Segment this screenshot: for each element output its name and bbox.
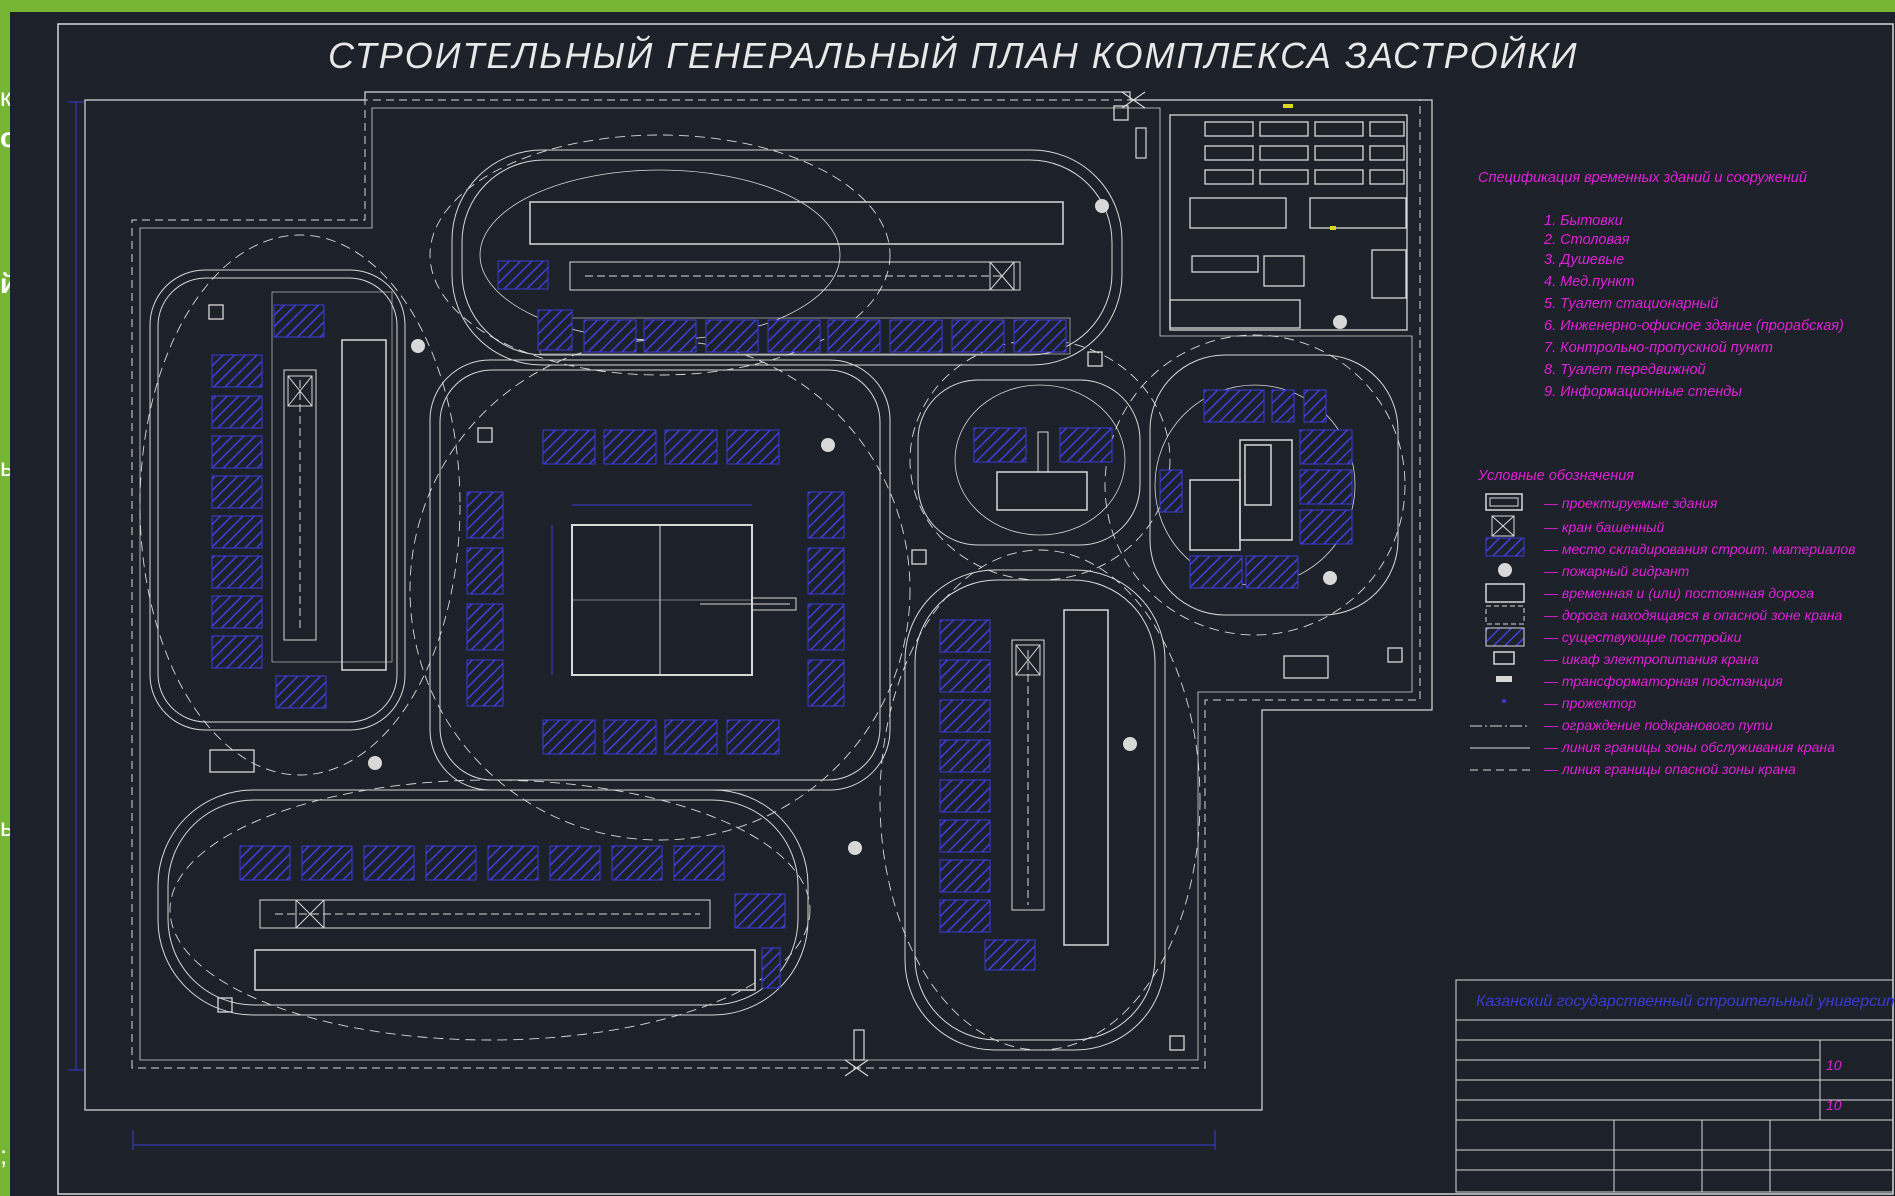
middle-right-building xyxy=(996,431,1088,511)
storage-bottom-right xyxy=(939,619,1036,971)
legend-symbol-power-cabinet xyxy=(1493,651,1515,665)
spec-item-9: 9. Информационные стенды xyxy=(1544,384,1742,400)
legend-item-7: — существующие постройки xyxy=(1543,629,1742,645)
yellow-marks xyxy=(1283,104,1336,230)
legend-symbol-road xyxy=(1485,583,1525,603)
title-block-university: Казанский государственный строительный у… xyxy=(1476,993,1895,1010)
legend-symbol-crane xyxy=(1491,515,1515,537)
legend-item-9: — трансформаторная подстанция xyxy=(1543,673,1783,689)
legend-item-8: — шкаф электропитания крана xyxy=(1543,651,1759,667)
legend-block: Условные обозначения — проектируемые зда… xyxy=(1470,468,1856,777)
legend-title: Условные обозначения xyxy=(1477,468,1634,484)
legend-symbol-existing xyxy=(1485,627,1525,647)
storage-left xyxy=(211,304,327,709)
title-block-sheet-1: 10 xyxy=(1826,1057,1842,1073)
spec-item-2: 2. Столовая xyxy=(1543,232,1630,248)
storage-bottom xyxy=(239,845,786,989)
storage-central xyxy=(466,429,845,755)
entry-gates xyxy=(844,91,1147,1077)
legend-item-13: — линия границы опасной зоны крана xyxy=(1543,761,1796,777)
legend-symbol-transformer xyxy=(1496,676,1512,682)
temporary-roads xyxy=(149,149,1399,1051)
drawing-title: СТРОИТЕЛЬНЫЙ ГЕНЕРАЛЬНЫЙ ПЛАН КОМПЛЕКСА … xyxy=(328,34,1579,76)
legend-item-10: — прожектор xyxy=(1543,695,1636,711)
storage-middle-right xyxy=(973,389,1353,589)
site-plan-svg: СТРОИТЕЛЬНЫЙ ГЕНЕРАЛЬНЫЙ ПЛАН КОМПЛЕКСА … xyxy=(57,23,1895,1195)
bottom-right-building xyxy=(1011,609,1109,946)
crane-service-zones xyxy=(479,169,1356,586)
temporary-buildings xyxy=(1169,114,1408,331)
legend-symbol-projected-building xyxy=(1485,493,1523,511)
legend-item-3: — место складирования строит. материалов xyxy=(1543,541,1856,557)
cad-drawing-sheet: СТРОИТЕЛЬНЫЙ ГЕНЕРАЛЬНЫЙ ПЛАН КОМПЛЕКСА … xyxy=(10,12,1895,1196)
legend-symbol-danger-road xyxy=(1485,605,1525,625)
central-building xyxy=(551,504,797,676)
title-block xyxy=(1455,979,1894,1193)
legend-symbol-hydrant xyxy=(1498,563,1512,577)
legend-item-5: — временная и (или) постоянная дорога xyxy=(1543,585,1814,601)
sheet-frame xyxy=(57,23,1894,1195)
clipped-text-1: к xyxy=(0,82,12,112)
spec-item-4: 4. Мед.пункт xyxy=(1544,274,1634,290)
spec-item-6: 6. Инженерно-офисное здание (прорабская) xyxy=(1544,318,1844,334)
legend-item-1: — проектируемые здания xyxy=(1543,495,1718,511)
top-building xyxy=(497,201,1071,355)
fire-hydrants xyxy=(368,199,1347,855)
bottom-building xyxy=(254,899,756,991)
spec-item-8: 8. Туалет передвижной xyxy=(1544,362,1706,378)
legend-item-6: — дорога находящаяся в опасной зоне кран… xyxy=(1543,607,1842,623)
clipped-text-6: ; xyxy=(0,1140,8,1170)
inner-fence xyxy=(139,107,1413,1061)
legend-symbol-storage xyxy=(1485,537,1525,557)
specification-title: Спецификация временных зданий и сооружен… xyxy=(1478,170,1807,186)
legend-item-11: — ограждение подкранового пути xyxy=(1543,717,1773,733)
right-building xyxy=(1189,439,1293,551)
legend-item-4: — пожарный гидрант xyxy=(1543,563,1690,579)
spec-item-7: 7. Контрольно-пропускной пункт xyxy=(1544,340,1773,356)
left-building xyxy=(271,291,393,671)
spec-item-5: 5. Туалет стационарный xyxy=(1544,296,1718,312)
small-structures xyxy=(208,105,1403,1051)
spec-item-3: 3. Душевые xyxy=(1544,252,1624,268)
construction-fence xyxy=(131,99,1421,1069)
specification-block: Спецификация временных зданий и сооружен… xyxy=(1478,170,1844,400)
storage-top xyxy=(537,309,1067,353)
spec-item-1: 1. Бытовки xyxy=(1544,213,1623,229)
legend-item-2: — кран башенный xyxy=(1543,519,1664,535)
legend-item-12: — линия границы зоны обслуживания крана xyxy=(1543,739,1835,755)
title-block-sheet-2: 10 xyxy=(1826,1097,1842,1113)
legend-symbol-floodlight xyxy=(1502,699,1506,703)
